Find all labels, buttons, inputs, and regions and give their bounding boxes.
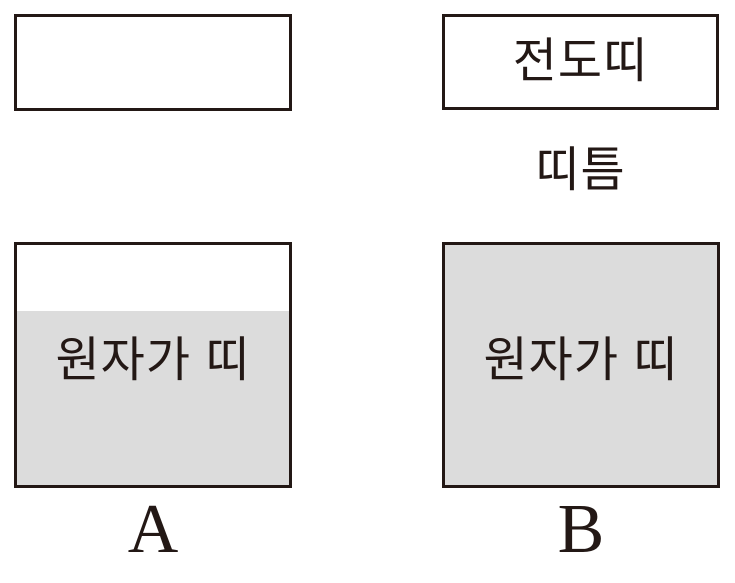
valence-band-a-box: 원자가 띠 xyxy=(14,242,292,488)
valence-band-b-label: 원자가 띠 xyxy=(483,334,679,387)
valence-band-a-label: 원자가 띠 xyxy=(55,334,251,387)
material-a-label: A xyxy=(127,491,179,568)
conduction-band-b-box: 전도띠 xyxy=(442,14,719,110)
material-b-label: B xyxy=(557,491,605,568)
conduction-band-a-box xyxy=(14,14,292,111)
valence-band-b-box: 원자가 띠 xyxy=(442,242,720,488)
valence-band-a-fill xyxy=(17,311,289,485)
band-gap-label: 띠틈 xyxy=(535,144,626,197)
